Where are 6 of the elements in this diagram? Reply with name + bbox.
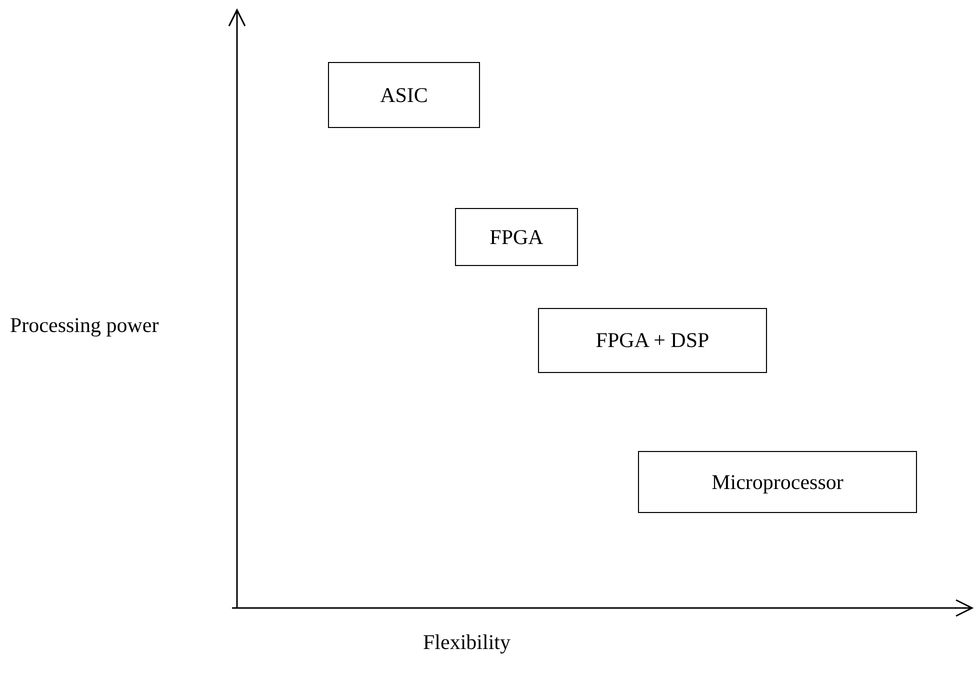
component-box: Microprocessor — [638, 451, 917, 513]
component-box: FPGA — [455, 208, 578, 266]
component-box: ASIC — [328, 62, 480, 128]
y-axis-label: Processing power — [10, 313, 159, 338]
x-axis-label: Flexibility — [423, 630, 511, 655]
component-box: FPGA + DSP — [538, 308, 767, 373]
